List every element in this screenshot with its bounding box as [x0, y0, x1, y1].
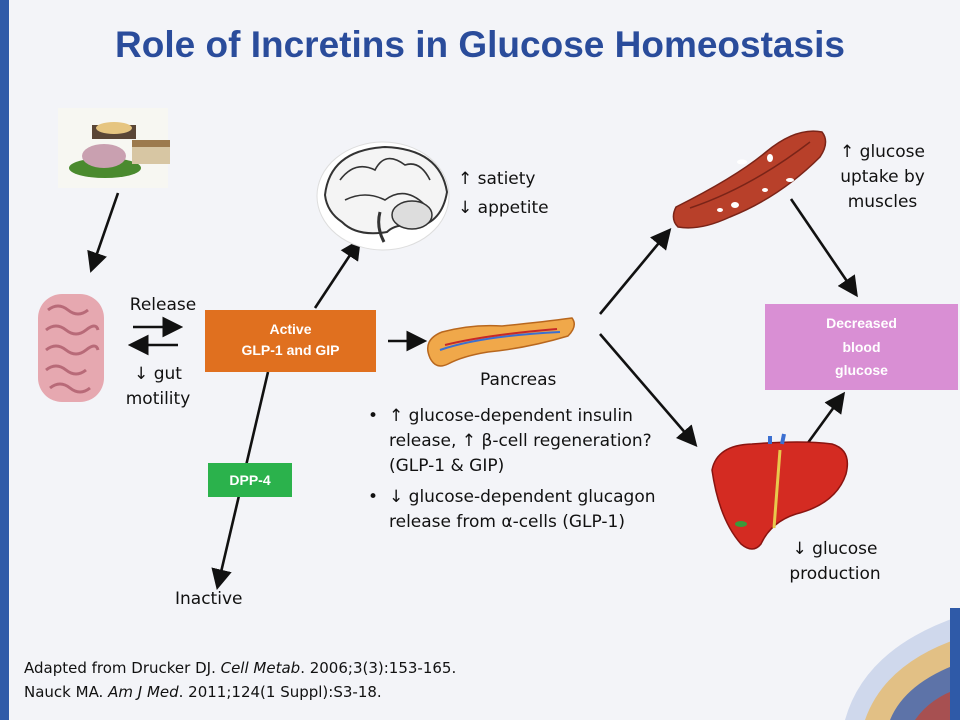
glucose-uptake-label: ↑ glucose uptake by muscles	[840, 142, 925, 212]
ref1-post: . 2006;3(3):153-165.	[300, 659, 457, 677]
decreased-box-line3: glucose	[835, 362, 888, 378]
slide-title: Role of Incretins in Glucose Homeostasis	[115, 24, 845, 65]
active-glp1-gip-box: Active GLP-1 and GIP	[205, 310, 376, 372]
arrow-muscle-to-glucose	[789, 198, 858, 298]
arrow-pancreas-to-liver	[599, 333, 698, 447]
food-icon	[58, 108, 170, 188]
insulin-release-bullet: ↑ glucose-dependent insulin release, ↑ β…	[368, 404, 678, 479]
ref1-pre: Adapted from Drucker DJ.	[24, 659, 221, 677]
decreased-box-line2: blood	[842, 339, 881, 355]
ref2-post: . 2011;124(1 Suppl):S3-18.	[178, 683, 382, 701]
brain-icon	[316, 141, 450, 251]
ref1-journal: Cell Metab	[220, 659, 301, 677]
satiety-label: ↑ satiety	[458, 169, 536, 189]
glucose-production-label: ↓ glucose production	[789, 539, 881, 584]
intestine-icon	[38, 294, 104, 402]
pancreas-label: Pancreas	[480, 370, 557, 390]
gut-motility-label: ↓ gut motility	[125, 364, 191, 409]
reference-nauck: Nauck MA. Am J Med. 2011;124(1 Suppl):S3…	[24, 680, 456, 704]
arrow-pancreas-to-muscle	[598, 227, 672, 315]
active-box-line1: Active	[269, 321, 312, 337]
alpha-symbol: α	[501, 512, 513, 532]
bullet2-tail: -cells (GLP-1)	[512, 512, 625, 532]
reference-drucker: Adapted from Drucker DJ. Cell Metab. 200…	[24, 656, 456, 680]
references: Adapted from Drucker DJ. Cell Metab. 200…	[24, 656, 456, 704]
bullet1-text: ↑ glucose-dependent insulin release, ↑	[389, 406, 633, 451]
arrow-food-to-gut	[87, 192, 120, 273]
ref2-journal: Am J Med	[108, 683, 179, 701]
glucagon-release-bullet: ↓ glucose-dependent glucagon release fro…	[368, 485, 678, 535]
dpp4-box: DPP-4	[208, 463, 292, 497]
liver-icon	[711, 433, 849, 550]
corner-mosaic-decoration	[835, 608, 960, 720]
decreased-blood-glucose-box: Decreased blood glucose	[765, 304, 958, 390]
muscle-icon	[672, 130, 827, 229]
ref2-pre: Nauck MA.	[24, 683, 109, 701]
inactive-label: Inactive	[175, 589, 243, 609]
arrow-active-to-brain	[313, 238, 361, 309]
decreased-box-line1: Decreased	[826, 315, 897, 331]
pancreas-icon	[427, 317, 575, 367]
bullet1-tail: -cell regeneration? (GLP-1 & GIP)	[389, 431, 652, 476]
beta-symbol: β	[481, 431, 493, 451]
active-box-line2: GLP-1 and GIP	[241, 342, 340, 358]
appetite-label: ↓ appetite	[458, 198, 549, 218]
release-label: Release	[129, 295, 197, 315]
left-edge-bar	[0, 0, 9, 720]
bullet2-text: ↓ glucose-dependent glucagon release fro…	[389, 487, 656, 532]
pancreas-effects-list: ↑ glucose-dependent insulin release, ↑ β…	[368, 404, 678, 541]
